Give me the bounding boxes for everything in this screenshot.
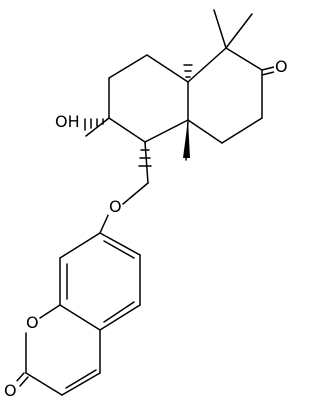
ring-oxygen-label: O xyxy=(26,313,39,332)
bond xyxy=(187,47,227,83)
bond xyxy=(225,13,253,49)
bond xyxy=(144,119,189,143)
inner-double-bond xyxy=(103,240,135,259)
bond xyxy=(146,54,189,83)
bond xyxy=(213,9,227,49)
decalin-left-ring xyxy=(108,54,189,143)
gem-dimethyl xyxy=(213,9,253,49)
carbonyl-bond xyxy=(15,372,25,383)
bond xyxy=(39,304,61,319)
inner-double-bond xyxy=(65,369,97,389)
bond xyxy=(99,232,141,256)
ketone-oxygen-label: O xyxy=(275,57,288,76)
coumarin-pyranone-ring xyxy=(15,304,101,396)
hydroxyl-label: OH xyxy=(55,112,80,131)
bond xyxy=(25,372,63,396)
bond xyxy=(225,47,263,71)
ether-oxygen-label: O xyxy=(109,197,122,216)
bond xyxy=(187,119,223,144)
angular-methyl xyxy=(183,119,190,161)
bond xyxy=(59,232,101,259)
coumarin-benzene-ring xyxy=(59,232,141,331)
label-bg xyxy=(54,112,82,130)
c8-substituents xyxy=(84,117,110,137)
stereo-hash-top xyxy=(183,64,193,78)
carbonyl-bond xyxy=(19,376,29,387)
decalin-right-ring xyxy=(187,47,263,144)
wedge-bond xyxy=(183,120,190,158)
bond xyxy=(122,182,149,205)
label-bg xyxy=(274,57,288,75)
label-bg xyxy=(3,381,17,399)
bond xyxy=(108,54,148,79)
bond xyxy=(144,141,149,184)
bond xyxy=(59,304,101,331)
inner-double-bond xyxy=(103,301,135,323)
label-bg xyxy=(108,197,122,215)
chemical-structure: O OH O O O xyxy=(3,9,288,400)
bond xyxy=(85,117,110,137)
ch2-ether-link xyxy=(99,141,152,234)
atom-labels: O OH O O O xyxy=(3,57,288,400)
label-bg xyxy=(25,313,39,331)
bond xyxy=(61,372,101,396)
bond xyxy=(108,117,146,143)
molecule-canvas: O OH O O O xyxy=(3,9,288,400)
bond xyxy=(99,304,141,331)
bond xyxy=(221,117,263,144)
lactone-carbonyl-oxygen-label: O xyxy=(4,381,17,400)
